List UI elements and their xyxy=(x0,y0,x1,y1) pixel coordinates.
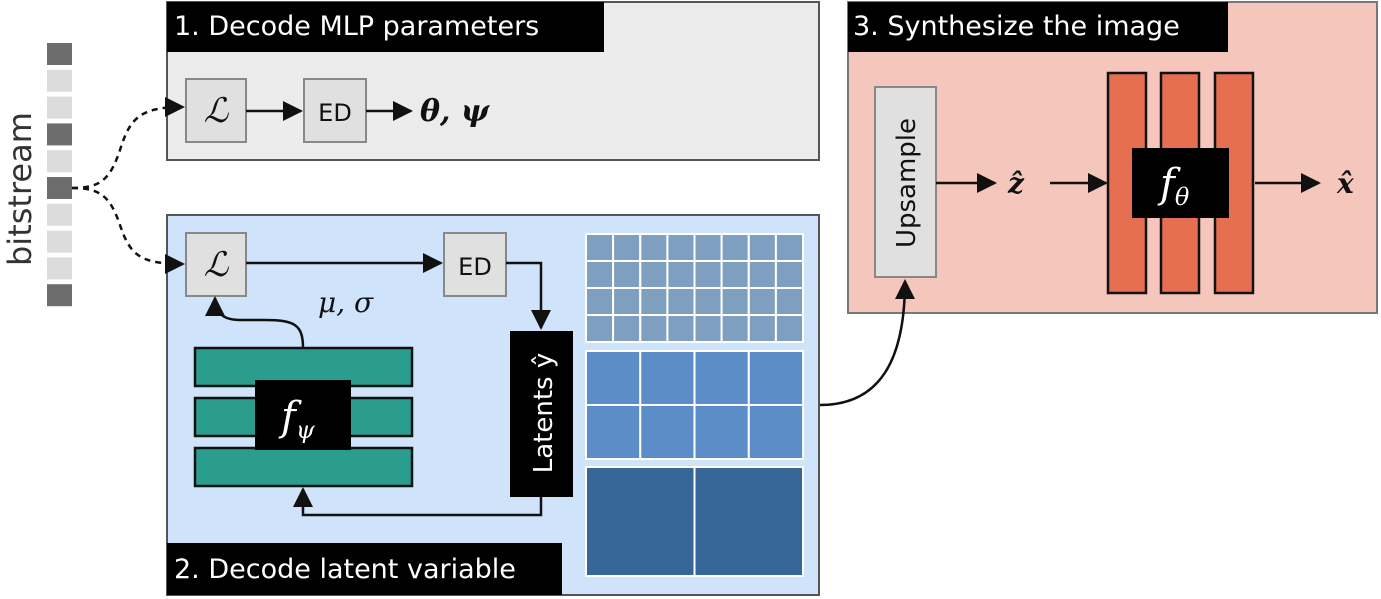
latent-grid-cell xyxy=(693,314,723,343)
latent-grid-cell xyxy=(747,404,805,460)
entropy-model-box-latent xyxy=(185,232,247,297)
latents-box xyxy=(510,331,573,497)
arrow-fpsi-to-L xyxy=(205,296,305,349)
arrow-latents-to-upsample xyxy=(819,279,915,407)
latent-grid-cell xyxy=(666,260,696,289)
latent-grid-cell xyxy=(585,404,642,460)
latent-grid-cell xyxy=(612,260,642,289)
arrow-latents-to-fpsi xyxy=(293,487,543,517)
arrow-ED-to-latents xyxy=(506,261,551,330)
latent-grid-cell xyxy=(612,233,642,262)
latent-grid-cell xyxy=(747,314,777,343)
latent-grid-cell xyxy=(693,260,723,289)
latent-grid-cell xyxy=(747,260,777,289)
latent-grid-cell xyxy=(612,287,642,316)
panel-decode-mlp: 1. Decode MLP parameters xyxy=(166,1,820,161)
latent-grid-cell xyxy=(693,233,723,262)
bitstream-cell xyxy=(47,69,72,92)
latent-grid-cell xyxy=(585,350,642,406)
latent-grid-cell xyxy=(585,466,696,577)
bitstream-cell xyxy=(47,177,72,199)
panel-mlp-title: 1. Decode MLP parameters xyxy=(174,11,539,42)
bitstream-column xyxy=(47,43,72,307)
bitstream-cell xyxy=(47,150,72,173)
dashed-arrow-to-mlp xyxy=(71,97,185,190)
panel-latent-title: 2. Decode latent variable xyxy=(174,554,516,585)
latent-grid-cell xyxy=(774,233,805,262)
panel-synth-title: 3. Synthesize the image xyxy=(853,11,1180,42)
latent-grid-cell xyxy=(720,260,750,289)
latent-grid-cell xyxy=(747,350,805,406)
latent-grid-cell xyxy=(693,350,750,406)
upsample-label: Upsample xyxy=(892,118,922,248)
latent-grid-cell xyxy=(639,404,696,460)
bitstream-cell xyxy=(47,257,72,280)
bitstream-cell xyxy=(47,43,72,65)
bitstream-cell xyxy=(47,96,72,119)
z-hat-label: ẑ xyxy=(1007,167,1025,200)
panel-synth-title-bar xyxy=(848,2,1228,52)
latent-grid-cell xyxy=(639,350,696,406)
latent-grid-cell xyxy=(639,314,669,343)
latent-grid-cell xyxy=(693,287,723,316)
entropy-decoder-label-mlp: ED xyxy=(318,99,352,127)
latent-grid-cell xyxy=(666,287,696,316)
latent-grid-cell xyxy=(585,233,615,262)
upsample-box xyxy=(874,86,937,278)
latent-grid-cell xyxy=(639,287,669,316)
bitstream-cell xyxy=(47,203,72,226)
fpsi-label-box xyxy=(255,380,351,450)
bitstream-cell xyxy=(47,230,72,253)
latent-grid-cell xyxy=(693,466,804,577)
latent-grid-cell xyxy=(774,287,805,316)
latent-grid-cell xyxy=(666,314,696,343)
mu-sigma-label: μ, σ xyxy=(318,286,374,319)
bitstream-cell xyxy=(47,123,72,146)
latent-grid-cell xyxy=(585,314,615,343)
entropy-decoder-label-latent: ED xyxy=(458,253,492,281)
latent-grid-cell xyxy=(747,287,777,316)
panel-latent-title-bar xyxy=(167,543,562,595)
dashed-arrow-to-latent xyxy=(71,186,185,274)
latent-grid-cell xyxy=(720,287,750,316)
latent-grid-cell xyxy=(774,260,805,289)
latent-grid-cell xyxy=(585,287,615,316)
latent-grid-cell xyxy=(693,404,750,460)
bitstream-label: bitstream xyxy=(1,112,39,266)
latent-grid-cell xyxy=(720,314,750,343)
latent-grid-cell xyxy=(774,314,805,343)
bitstream-cell xyxy=(47,284,72,307)
latent-grid-cell xyxy=(639,260,669,289)
latents-label: Latents ŷ xyxy=(529,353,559,473)
x-hat-label: x̂ xyxy=(1336,167,1354,200)
latent-grid-cell xyxy=(666,233,696,262)
mlp-params-output: θ, ψ xyxy=(420,94,491,129)
latent-grid-cell xyxy=(720,233,750,262)
ftheta-label-box xyxy=(1132,148,1229,218)
latent-grid-cell xyxy=(585,260,615,289)
entropy-decoder-box-latent xyxy=(443,232,507,297)
latent-grids xyxy=(585,233,805,577)
latent-grid-cell xyxy=(747,233,777,262)
fpsi-layer-3 xyxy=(193,446,414,488)
fpsi-layer-1 xyxy=(193,346,414,388)
latent-grid-cell xyxy=(639,233,669,262)
entropy-model-symbol-mlp: ℒ xyxy=(204,91,230,131)
latent-grid-cell xyxy=(612,314,642,343)
ftheta-symbol: fθ xyxy=(1157,161,1190,211)
entropy-model-symbol-latent: ℒ xyxy=(204,245,230,285)
panel-mlp-title-bar xyxy=(167,2,604,52)
